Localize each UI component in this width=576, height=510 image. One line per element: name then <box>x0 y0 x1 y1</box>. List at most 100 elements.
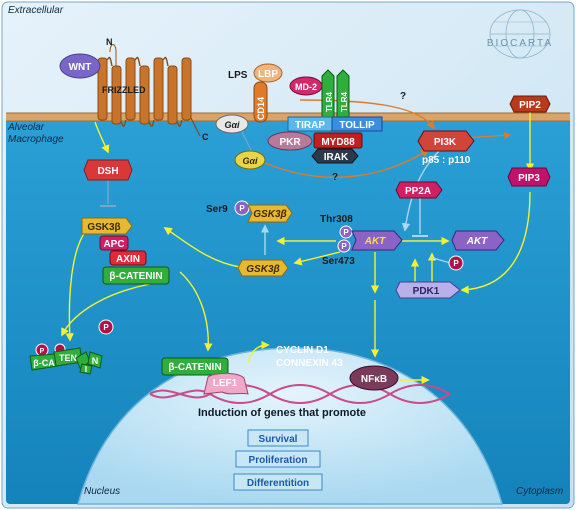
tirap-node: TIRAP <box>287 116 333 132</box>
svg-text:NFκB: NFκB <box>361 374 387 385</box>
outcome-differentiation: Differentition <box>233 473 323 491</box>
cytoplasm-label: Cytoplasm <box>516 486 563 497</box>
phosphate-thr308: P <box>339 225 353 239</box>
svg-text:PDK1: PDK1 <box>413 286 440 297</box>
svg-text:PIP2: PIP2 <box>519 100 541 111</box>
svg-text:GSK3β: GSK3β <box>87 222 120 233</box>
svg-text:β-CATENIN: β-CATENIN <box>168 362 221 373</box>
svg-text:IRAK: IRAK <box>324 152 349 163</box>
svg-text:Gαi: Gαi <box>242 156 258 166</box>
pi3k-subunits-label: p85 : p110 <box>422 155 471 166</box>
svg-text:TLR4: TLR4 <box>340 91 349 112</box>
gsk3b-complex-node: GSK3β <box>81 217 133 235</box>
svg-text:β-CA: β-CA <box>33 358 55 368</box>
pp2a-node: PP2A <box>395 181 443 199</box>
macrophage-label: Macrophage <box>8 134 64 145</box>
irak-node: IRAK <box>311 148 359 164</box>
tollip-node: TOLLIP <box>331 116 383 132</box>
pip3-node: PIP3 <box>507 167 551 187</box>
svg-text:PKR: PKR <box>279 137 301 148</box>
thr308-label: Thr308 <box>320 214 353 225</box>
frizzled-receptor <box>97 44 201 137</box>
apc-node: APC <box>99 235 129 251</box>
outcome-survival: Survival <box>247 429 309 447</box>
svg-text:DSH: DSH <box>97 166 118 177</box>
pdk1-node: PDK1 <box>395 281 461 299</box>
pkr-node: PKR <box>267 131 313 151</box>
axin-node: AXIN <box>109 250 147 266</box>
svg-text:Differentition: Differentition <box>247 478 309 489</box>
outcomes-heading: Induction of genes that promote <box>198 407 366 419</box>
pi3k-node: PI3K <box>417 130 475 152</box>
svg-text:TOLLIP: TOLLIP <box>339 120 375 131</box>
phosphate-degradation: P <box>98 319 114 335</box>
svg-text:TIRAP: TIRAP <box>295 120 325 131</box>
svg-text:Survival: Survival <box>259 434 298 445</box>
svg-text:P: P <box>103 323 109 332</box>
svg-text:N: N <box>92 356 99 366</box>
akt-active-node: AKT <box>351 230 403 251</box>
beta-catenin-nucleus-node: β-CATENIN <box>161 357 229 376</box>
svg-text:LEF1: LEF1 <box>213 378 238 389</box>
svg-text:AKT: AKT <box>364 236 386 247</box>
svg-text:MD-2: MD-2 <box>295 82 317 92</box>
svg-text:P: P <box>343 228 349 237</box>
ser9-label: Ser9 <box>206 204 228 215</box>
svg-text:β-CATENIN: β-CATENIN <box>109 271 162 282</box>
unknown-link-1: ? <box>400 91 406 102</box>
phosphate-ser9: P <box>234 200 250 216</box>
akt-inactive-node: AKT <box>451 230 505 251</box>
lbp-node: LBP <box>253 63 283 83</box>
lps-label: LPS <box>228 70 248 81</box>
degraded-beta-catenin: P β-CA TEN I N <box>29 343 103 375</box>
svg-text:MYD88: MYD88 <box>321 137 355 148</box>
svg-text:BIOCARTA: BIOCARTA <box>487 38 553 49</box>
ser473-label: Ser473 <box>322 256 355 267</box>
gsk3b-phosphorylated-node: GSK3β <box>247 204 293 223</box>
svg-text:APC: APC <box>103 239 124 250</box>
frizzled-n-terminus: N <box>106 37 113 47</box>
svg-text:P: P <box>40 348 45 355</box>
svg-text:CD14: CD14 <box>256 97 266 120</box>
pip2-node: PIP2 <box>509 95 551 113</box>
cd14-node: CD14 <box>253 81 268 123</box>
tlr4-receptor-a: TLR4 <box>321 69 335 121</box>
gai-membrane-node: Gαi <box>215 114 249 134</box>
gsk3b-mid-node: GSK3β <box>237 259 289 277</box>
svg-text:Gαi: Gαi <box>224 120 240 130</box>
md2-node: MD-2 <box>289 76 323 96</box>
alveolar-label: Alveolar <box>7 122 45 133</box>
svg-text:PI3K: PI3K <box>434 137 457 148</box>
svg-text:P: P <box>341 242 347 251</box>
wnt-node: WNT <box>59 53 101 79</box>
tlr4-receptor-b: TLR4 <box>336 69 350 121</box>
svg-text:I: I <box>85 365 87 374</box>
phosphate-ser473: P <box>337 239 351 253</box>
outcome-proliferation: Proliferation <box>235 450 321 468</box>
nfkb-node: NFκB <box>349 365 399 391</box>
svg-text:GSK3β: GSK3β <box>253 209 286 220</box>
dsh-node: DSH <box>83 159 133 181</box>
nucleus-area <box>77 347 503 505</box>
svg-text:Proliferation: Proliferation <box>249 455 308 466</box>
beta-catenin-cytoplasm-node: β-CATENIN <box>102 266 170 285</box>
svg-text:AXIN: AXIN <box>116 254 140 265</box>
gai-free-node: Gαi <box>234 150 266 170</box>
biocarta-logo: BIOCARTA <box>487 9 553 59</box>
lef1-node: LEF1 <box>203 372 249 395</box>
svg-text:LBP: LBP <box>258 69 278 80</box>
unknown-link-2: ? <box>332 172 338 183</box>
svg-text:AKT: AKT <box>466 236 488 247</box>
svg-text:P: P <box>453 259 459 268</box>
phosphate-akt-released: P <box>448 255 464 271</box>
svg-text:WNT: WNT <box>69 62 92 73</box>
frizzled-label: FRIZZLED <box>102 85 146 95</box>
frizzled-c-terminus: C <box>202 132 209 142</box>
svg-text:GSK3β: GSK3β <box>246 264 279 275</box>
cyclin-d1-label: CYCLIN D1 <box>276 345 329 356</box>
svg-text:PP2A: PP2A <box>405 186 431 197</box>
svg-text:P: P <box>239 204 245 213</box>
svg-text:TLR4: TLR4 <box>325 91 334 112</box>
extracellular-label: Extracellular <box>8 5 64 16</box>
